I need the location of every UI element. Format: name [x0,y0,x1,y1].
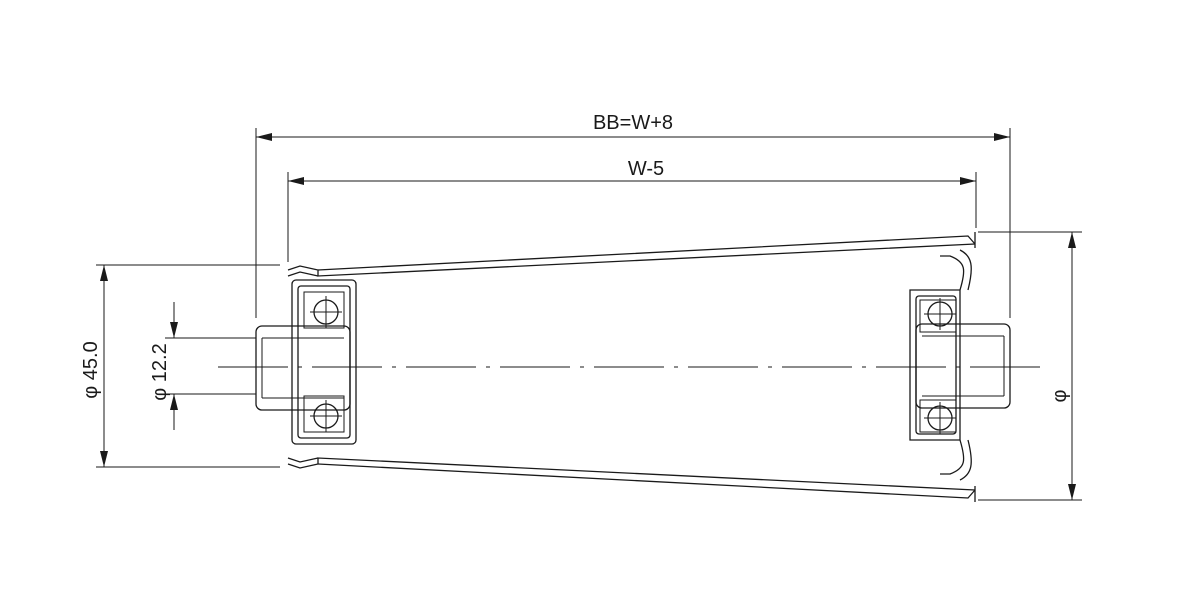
shaft-diameter-label: φ 12.2 [149,343,171,400]
dimension-overall-length: BB=W+8 [256,112,1010,141]
small-end-diameter-label: φ 45.0 [80,341,102,398]
tube-length-label: W-5 [628,158,664,180]
right-shaft [915,323,1011,409]
extension-lines [96,128,1082,501]
dimension-small-end-diameter: φ 45.0 [80,265,108,467]
tube-shell-upper [287,232,976,277]
right-bearing-housing [909,249,972,481]
dimension-large-end-diameter: φ [1049,232,1076,500]
left-bearing-housing [291,279,357,445]
dimension-tube-length: W-5 [288,158,976,185]
large-end-diameter-label: φ [1049,389,1071,402]
dimension-shaft-diameter: φ 12.2 [149,302,178,430]
tube-shell-lower [287,457,976,502]
left-shaft [255,325,351,411]
overall-length-label: BB=W+8 [593,112,673,134]
